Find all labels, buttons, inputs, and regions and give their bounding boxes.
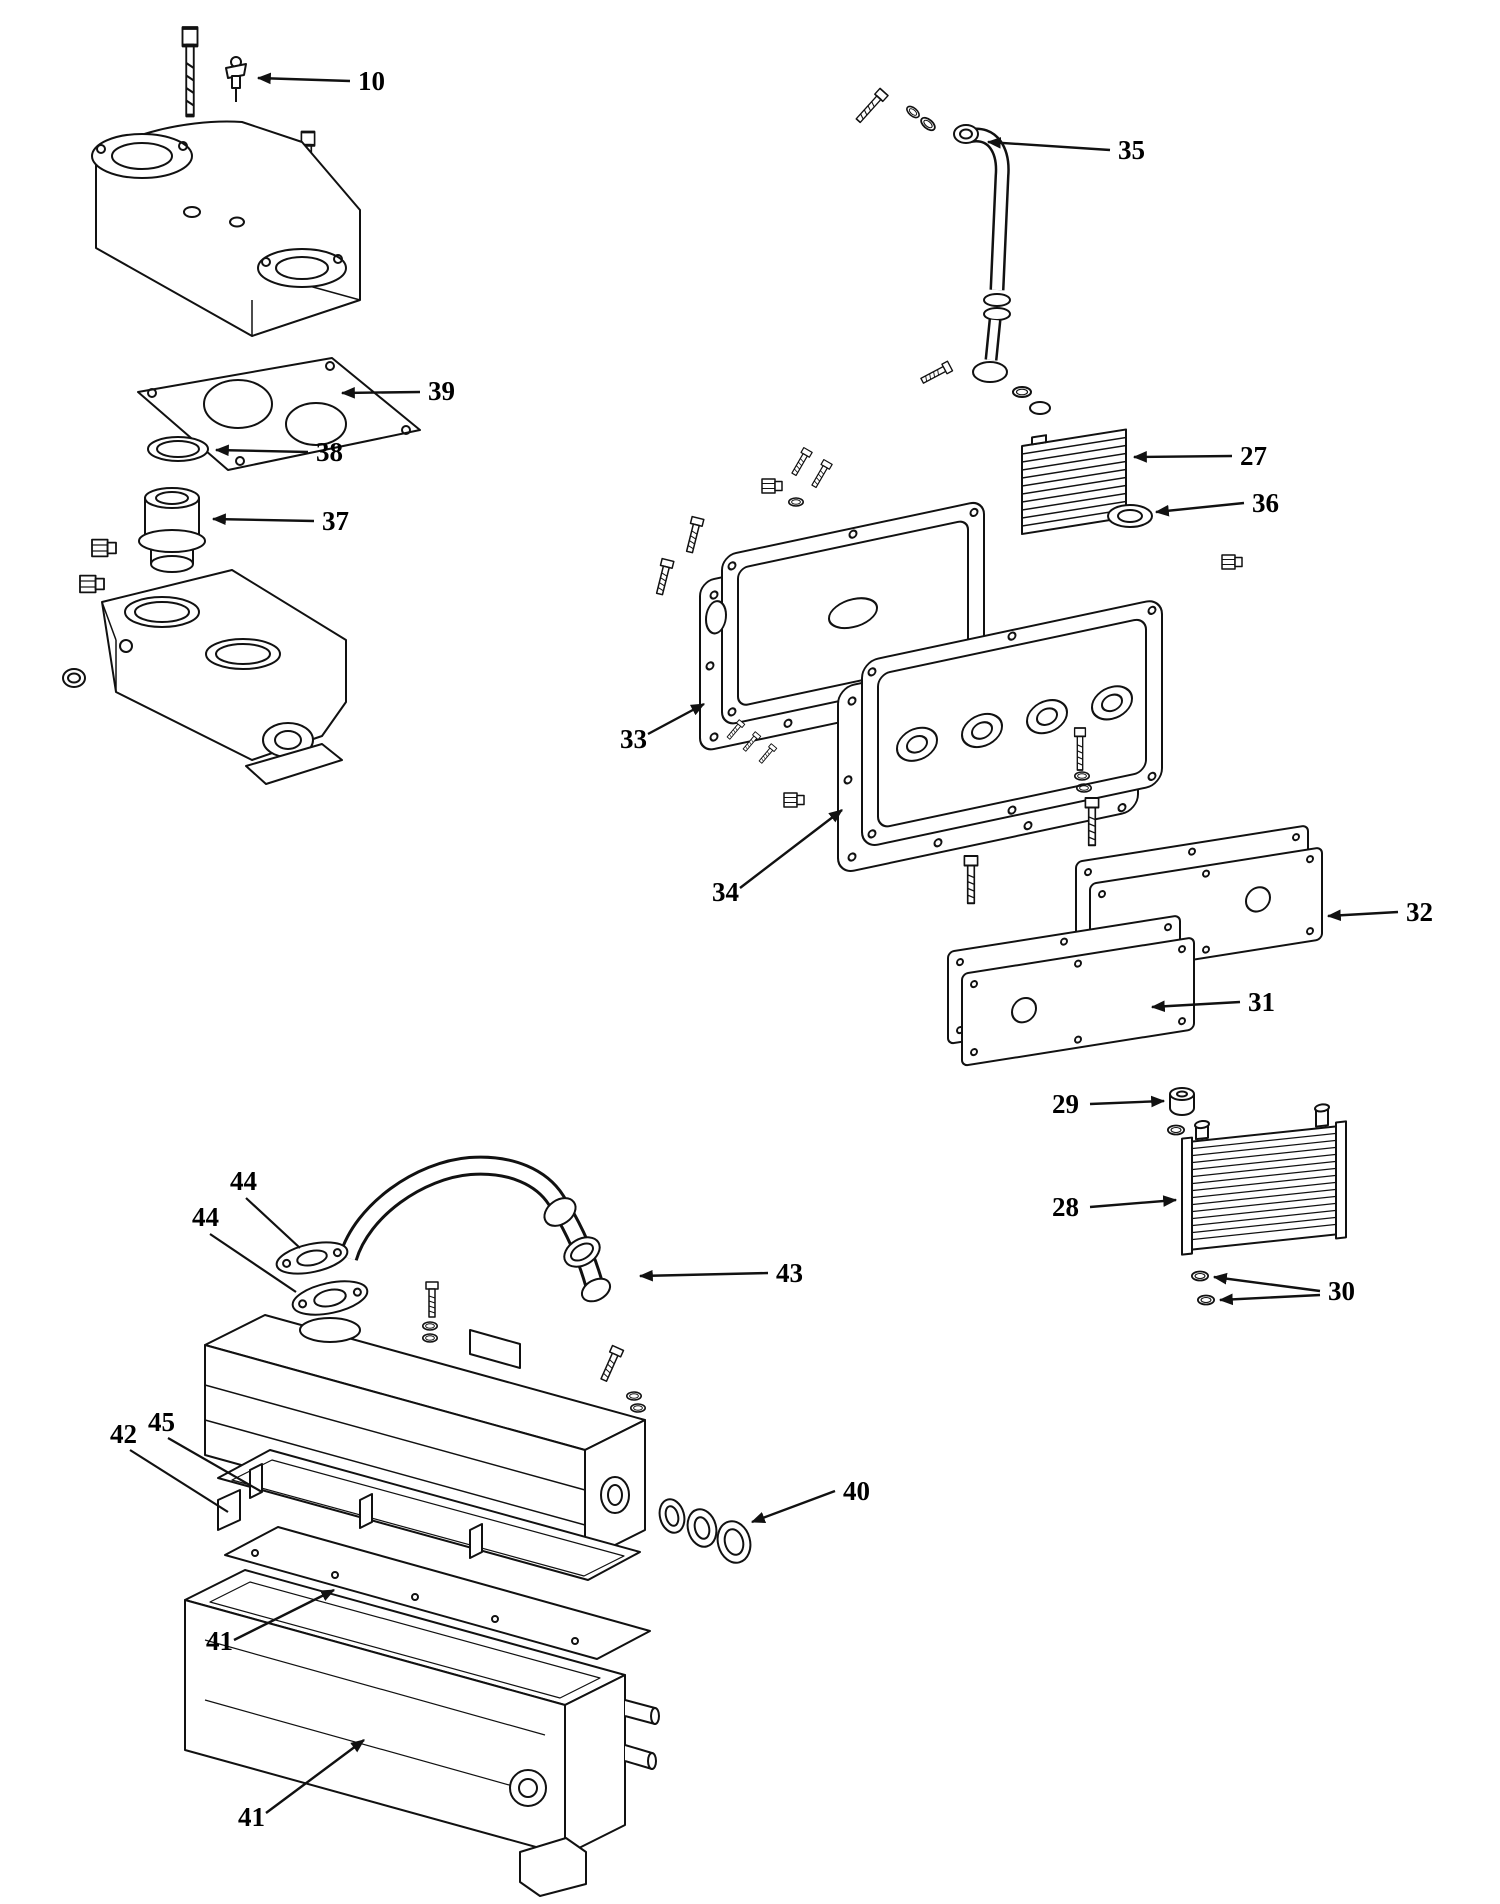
callout-27: 27 <box>1132 441 1267 471</box>
callout-label-44a: 44 <box>230 1166 257 1196</box>
hose-flange-upper <box>275 1241 349 1275</box>
callout-label-10: 10 <box>358 66 385 96</box>
callout-42: 42 <box>110 1419 229 1513</box>
exchanger-top-tank <box>204 1314 646 1561</box>
thermostat <box>138 487 206 573</box>
o-ring <box>1191 1270 1209 1282</box>
o-ring <box>421 1333 439 1343</box>
oil-cooler-and-covers <box>652 87 1347 1306</box>
o-ring <box>625 1391 643 1401</box>
callout-label-41a: 41 <box>206 1626 233 1656</box>
callout-label-45: 45 <box>148 1407 175 1437</box>
cover-screw <box>789 446 813 478</box>
oil-feed-pipe <box>853 87 1051 415</box>
end-seal-kit <box>658 1498 752 1564</box>
thermostat-housing-assembly <box>62 28 421 785</box>
callout-31: 31 <box>1150 987 1275 1017</box>
callout-39: 39 <box>340 376 455 406</box>
callout-label-33: 33 <box>620 724 647 754</box>
plate-oil-cooler <box>1021 428 1127 536</box>
hex-plug <box>761 478 783 494</box>
callout-30: 30 <box>1212 1272 1355 1306</box>
callout-37: 37 <box>211 506 349 536</box>
callout-33: 33 <box>620 702 706 754</box>
callouts: 10 39 38 37 35 27 36 33 <box>110 66 1433 1832</box>
callout-label-29: 29 <box>1052 1089 1079 1119</box>
small-screw <box>757 743 778 766</box>
callout-label-40: 40 <box>843 1476 870 1506</box>
long-bolt <box>183 28 198 116</box>
o-ring <box>787 497 805 507</box>
thermostat-lower-housing <box>101 569 347 785</box>
water-hose <box>338 1155 612 1303</box>
o-ring <box>1167 1124 1185 1136</box>
callout-41b: 41 <box>238 1739 365 1832</box>
callout-label-28: 28 <box>1052 1192 1079 1222</box>
mounting-bracket <box>217 1489 241 1531</box>
callout-32: 32 <box>1326 897 1433 927</box>
cap-nut <box>1169 1087 1195 1116</box>
callout-label-34: 34 <box>712 877 739 907</box>
plate-bolt <box>963 854 979 905</box>
o-ring <box>421 1321 439 1331</box>
drain-nut <box>62 668 86 688</box>
callout-label-39: 39 <box>428 376 455 406</box>
callout-34: 34 <box>712 809 843 907</box>
heat-exchanger-assembly <box>184 1155 752 1897</box>
callout-43: 43 <box>638 1258 803 1288</box>
seal-ring <box>147 436 209 462</box>
exhaust-elbow-housing <box>91 120 361 337</box>
callout-label-27: 27 <box>1240 441 1267 471</box>
hex-plug <box>78 574 106 594</box>
tank-bolt <box>425 1281 439 1318</box>
hex-plug <box>90 538 118 558</box>
hex-plug <box>783 792 805 808</box>
lower-plate-gasket <box>961 937 1195 1067</box>
callout-label-37: 37 <box>322 506 349 536</box>
callout-label-42: 42 <box>110 1419 137 1449</box>
cover-bolt <box>652 557 675 597</box>
oil-cooler-core <box>1181 1103 1347 1256</box>
cover-bolt <box>682 515 705 555</box>
callout-41a: 41 <box>206 1588 336 1656</box>
callout-label-31: 31 <box>1248 987 1275 1017</box>
callout-label-41b: 41 <box>238 1802 265 1832</box>
callout-36: 36 <box>1154 488 1279 518</box>
callout-label-38: 38 <box>316 437 343 467</box>
callout-label-35: 35 <box>1118 135 1145 165</box>
retainer-frame <box>217 1449 641 1581</box>
hex-plug <box>1221 554 1243 570</box>
callout-label-32: 32 <box>1406 897 1433 927</box>
cover-screw <box>809 458 833 490</box>
tank-bolt <box>597 1344 625 1384</box>
callout-35: 35 <box>986 135 1145 165</box>
callout-10: 10 <box>256 66 385 96</box>
callout-45: 45 <box>148 1407 263 1493</box>
o-ring <box>629 1403 647 1413</box>
housing-gasket <box>137 357 421 471</box>
callout-40: 40 <box>750 1476 870 1524</box>
callout-29: 29 <box>1052 1089 1166 1119</box>
callout-28: 28 <box>1052 1192 1178 1222</box>
callout-label-30: 30 <box>1328 1276 1355 1306</box>
o-ring <box>1197 1294 1215 1306</box>
long-gasket <box>224 1526 651 1660</box>
callout-label-44b: 44 <box>192 1202 219 1232</box>
cooler-gasket <box>1107 504 1153 528</box>
hose-flange-lower <box>291 1280 369 1316</box>
callout-label-43: 43 <box>776 1258 803 1288</box>
temperature-sender <box>225 56 247 102</box>
callout-38: 38 <box>214 437 343 467</box>
callout-44b: 44 <box>192 1202 297 1293</box>
exhaust-manifold-housing <box>184 1569 660 1897</box>
callout-44a: 44 <box>230 1166 301 1249</box>
callout-label-36: 36 <box>1252 488 1279 518</box>
heat-exchanger-body-plate <box>861 600 1163 846</box>
